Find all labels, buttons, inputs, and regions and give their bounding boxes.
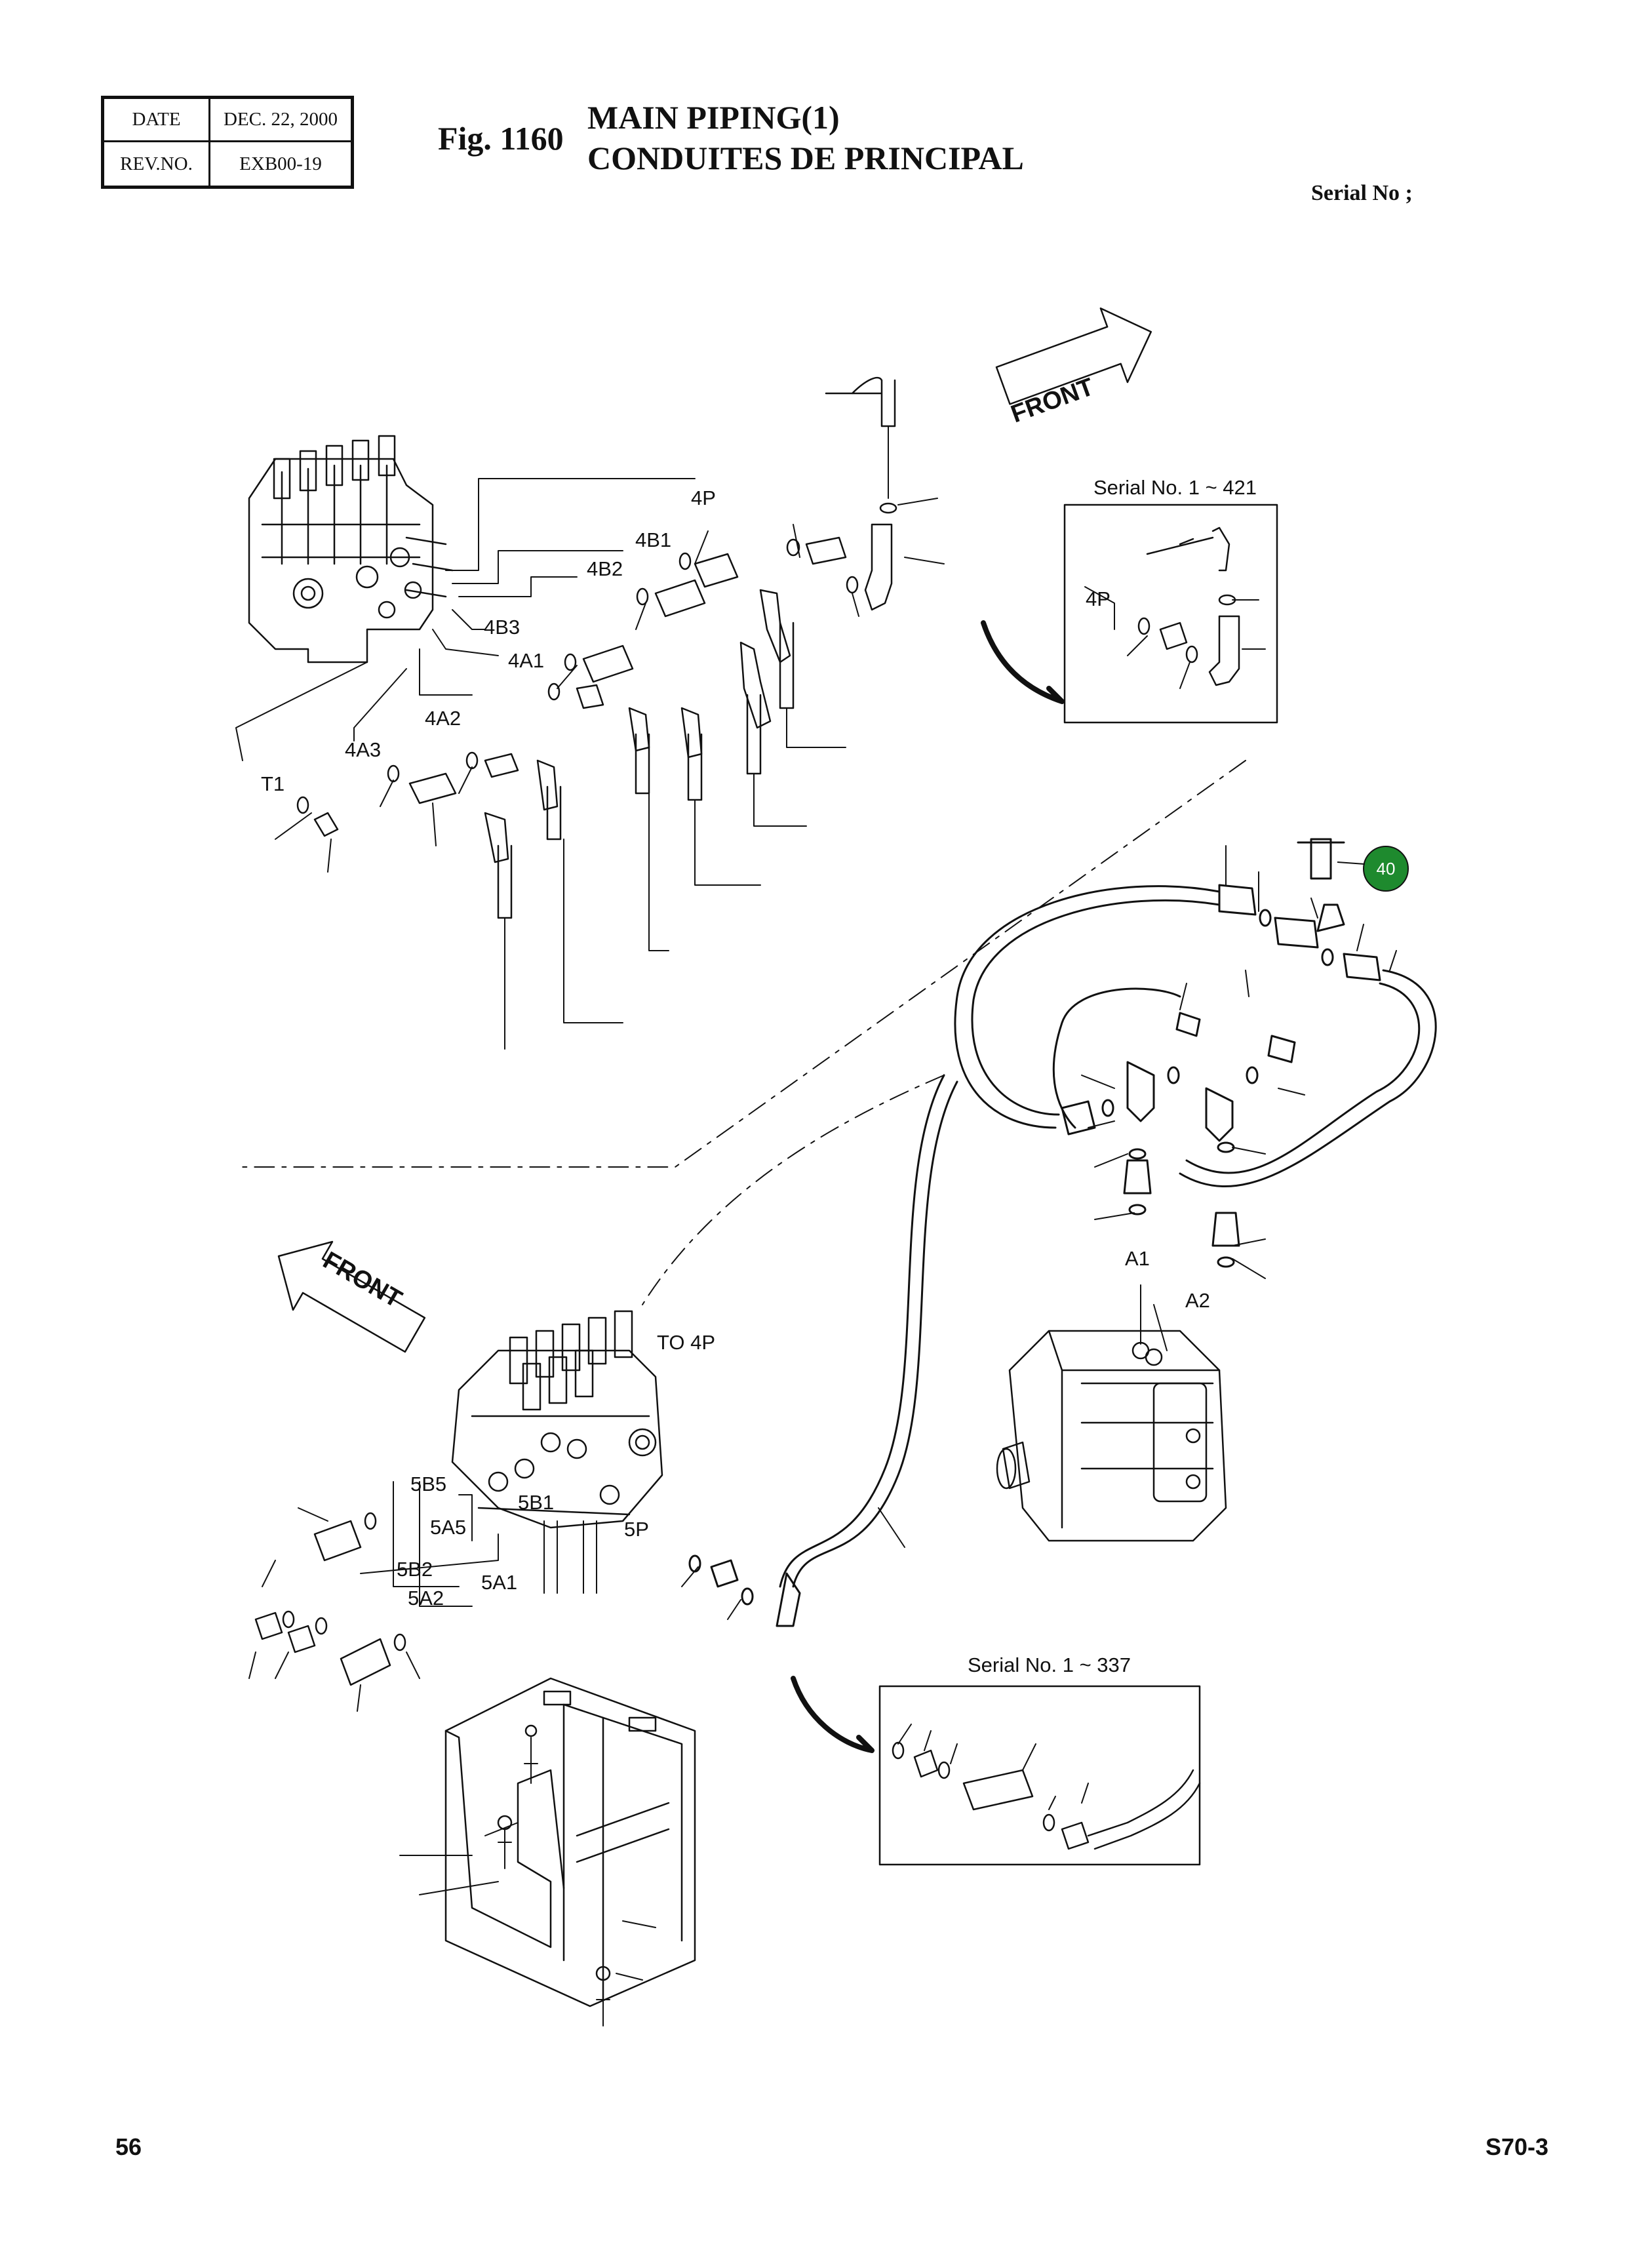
inset-lower-parts [892,1724,1201,1850]
port-label-5a2: 5A2 [408,1587,444,1610]
port-label-5b5: 5B5 [410,1473,446,1495]
control-valve-upper [248,435,454,663]
hose-assembly-right [688,838,1437,1627]
port-label-5b2: 5B2 [397,1558,433,1581]
control-valve-lower [451,1310,663,1594]
to-4p-line [642,1075,945,1305]
inset-upper-parts [1084,526,1266,689]
rev-row: REV.NO. EXB00-19 [104,142,351,186]
mounting-frame [399,1677,696,2027]
callout-badge-40[interactable]: 40 [1363,846,1409,892]
callout-leader [1337,861,1366,865]
inset-title-lower: Serial No. 1 ~ 337 [968,1653,1131,1676]
inset-pointer-arrow-upper [981,620,1065,704]
port-label-4b2: 4B2 [587,557,623,580]
port-label-4p: 4P [691,486,716,509]
figure-title-fr: CONDUITES DE PRINCIPAL [587,140,1024,176]
revision-table: DATE DEC. 22, 2000 REV.NO. EXB00-19 [101,96,354,189]
rev-value: EXB00-19 [239,153,322,174]
upper-valve-leaders [235,478,696,761]
inset-box-upper [1063,504,1278,724]
rev-label: REV.NO. [104,142,210,186]
figure-title-en: MAIN PIPING(1) [587,99,840,136]
page-number: 56 [115,2133,142,2160]
hydraulic-pump [996,1284,1227,1542]
section-boundary [235,760,1246,1168]
figure-number: Fig. 1160 [438,120,564,157]
upper-hose-leaders [275,425,945,1050]
port-label-4a1: 4A1 [508,649,544,672]
to-4p-label: TO 4P [657,1331,715,1354]
front-arrow-lower [277,1240,426,1353]
date-row: DATE DEC. 22, 2000 [104,99,351,142]
port-label-t1: T1 [261,772,285,795]
date-value: DEC. 22, 2000 [224,109,338,130]
port-label-4a3: 4A3 [345,738,381,761]
port-labels: 4P 4B1 4B2 4B3 4A1 4A2 4A3 T1 5B5 5A5 5B… [261,486,1210,1610]
inset-title-upper: Serial No. 1 ~ 421 [1093,476,1257,499]
inset-box-lower [878,1685,1201,1866]
hose-assembly-leaders [681,845,1397,1620]
port-label-5b1: 5B1 [518,1491,554,1514]
port-label-5a1: 5A1 [481,1571,517,1594]
lower-left-fittings [248,1481,499,1712]
port-label-4b1: 4B1 [635,528,671,551]
serial-number-label: Serial No ; [1311,181,1413,205]
front-arrow-upper [995,307,1152,405]
inset-port-label-4p: 4P [1086,587,1111,610]
port-label-4a2: 4A2 [425,707,461,730]
port-label-4b3: 4B3 [484,616,520,639]
callout-number: 40 [1377,859,1396,879]
front-label-upper: FRONT [1008,373,1097,428]
port-label-5a5: 5A5 [430,1516,466,1539]
model-code: S70-3 [1485,2133,1549,2160]
port-label-a2: A2 [1185,1289,1210,1312]
inset-pointer-arrow-lower [791,1676,875,1753]
front-label-lower: FRONT [319,1246,406,1313]
port-label-a1: A1 [1125,1247,1150,1270]
date-label: DATE [104,99,210,140]
port-label-5p: 5P [624,1518,649,1541]
